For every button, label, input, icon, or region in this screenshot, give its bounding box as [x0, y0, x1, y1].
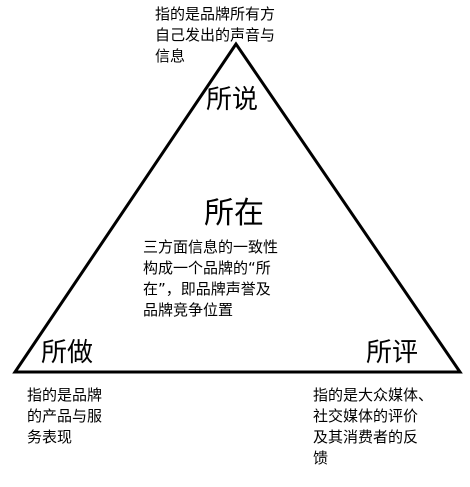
top-vertex-label: 所说: [206, 85, 259, 115]
desc-line: 馈: [313, 449, 329, 467]
right-vertex-description: 指的是大众媒体、 社交媒体的评价 及其消费者的反 馈: [313, 385, 433, 469]
desc-line: 及其消费者的反: [313, 428, 419, 446]
desc-line: 构成一个品牌的“所: [143, 259, 271, 277]
desc-line: 三方面信息的一致性: [143, 238, 279, 256]
triangle-outline: [12, 41, 463, 374]
desc-line: 的产品与服: [27, 407, 103, 425]
desc-line: 务表现: [27, 428, 73, 446]
center-label: 所在: [204, 196, 264, 231]
desc-line: 指的是品牌: [27, 386, 103, 404]
left-vertex-description: 指的是品牌 的产品与服 务表现: [27, 385, 102, 448]
desc-line: 社交媒体的评价: [313, 407, 419, 425]
center-description: 三方面信息的一致性 构成一个品牌的“所 在”，即品牌声誉及 品牌竞争位置: [143, 237, 278, 321]
desc-line: 在”，即品牌声誉及: [143, 280, 271, 298]
right-vertex-label: 所评: [366, 338, 419, 368]
desc-line: 品牌竞争位置: [143, 301, 234, 319]
desc-line: 自己发出的声音与: [155, 26, 276, 44]
desc-line: 指的是大众媒体、: [313, 386, 434, 404]
desc-line: 指的是品牌所有方: [155, 5, 276, 23]
left-vertex-label: 所做: [41, 338, 94, 368]
top-vertex-description: 指的是品牌所有方 自己发出的声音与 信息: [155, 4, 275, 67]
desc-line: 信息: [155, 47, 186, 65]
